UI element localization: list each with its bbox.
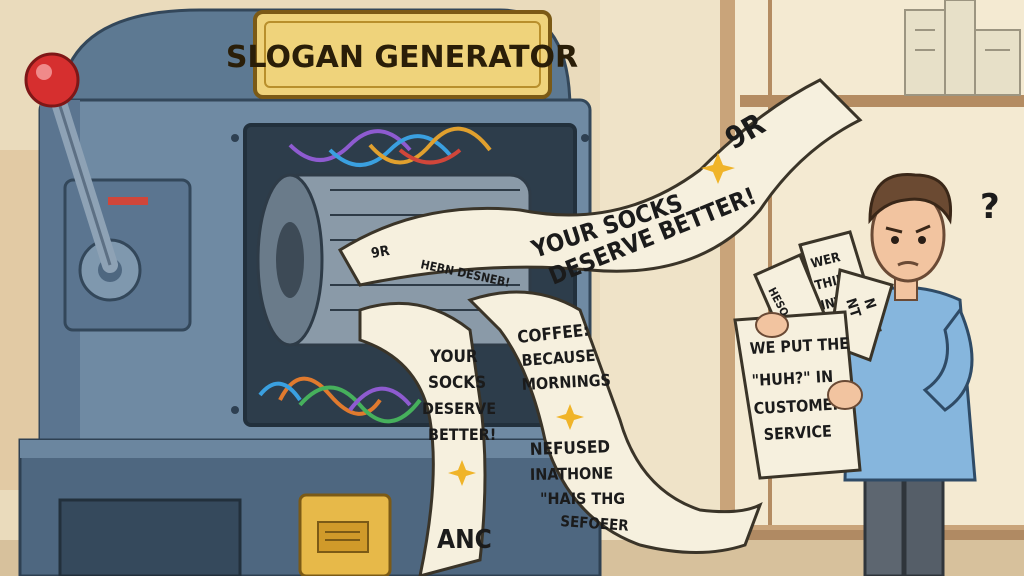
coin-slot [317, 521, 369, 553]
tape-left [358, 301, 487, 576]
held-papers: WER THIL INT IN HESOON IO NT N WE PUT TH… [733, 230, 894, 480]
tape-left-footer: ANC [437, 525, 492, 555]
lever-knob-highlight [36, 64, 52, 80]
tape-top-mirrored-code: 9R [370, 243, 391, 262]
tape-right [467, 290, 763, 554]
person-right-eye [918, 236, 926, 244]
person-arm [922, 307, 974, 412]
city-buildings [904, 0, 1021, 96]
held-back3-line2: N [860, 296, 878, 311]
tape-left-line2: SOCKS [428, 373, 486, 393]
person-hair [868, 173, 953, 225]
wires [258, 126, 492, 424]
tape-left-line4: BETTER! [428, 425, 496, 444]
sparkle-star-left [448, 460, 476, 486]
base-panel [58, 498, 242, 576]
held-back3-line1: NT [842, 296, 863, 320]
roller-hub [276, 222, 304, 298]
sparkle-star [701, 153, 735, 184]
tape-left-line1: YOUR [429, 347, 478, 367]
lever-knob[interactable] [24, 52, 80, 108]
sign-inner-border [264, 21, 541, 88]
held-paper-main [733, 310, 862, 480]
person-left-hand [755, 312, 789, 338]
held-main-line4: SERVICE [763, 421, 832, 444]
machine-base-lip [20, 440, 600, 458]
tape-top [337, 78, 863, 287]
sign-plate [253, 10, 552, 99]
lever-indicator [108, 197, 148, 205]
person-mouth [897, 261, 919, 267]
thought-question-mark: ? [980, 187, 1000, 227]
tape-right-line4: NEFUSED [529, 437, 610, 460]
sparkle-star-right [556, 404, 584, 430]
held-back1-line1: WER [809, 250, 842, 272]
tape-right-line5: INATHONE [530, 464, 614, 484]
tape-right-line6: "HAIS THG [540, 489, 625, 508]
held-main-line3: CUSTOMER [753, 394, 844, 418]
tape-left-line3: DESERVE [422, 399, 496, 418]
sign-title: SLOGAN GENERATOR [226, 40, 578, 75]
person-right-hand [827, 380, 863, 410]
person-left-leg [863, 468, 905, 576]
tape-right-line3: MORNINGS [521, 370, 611, 394]
confused-person: ? [843, 173, 1000, 576]
person-right-leg [903, 468, 945, 576]
held-main-line2: "HUH?" IN [751, 367, 833, 390]
tape-right-line7: SEFOEER [560, 512, 630, 535]
person-left-eye [891, 236, 899, 244]
